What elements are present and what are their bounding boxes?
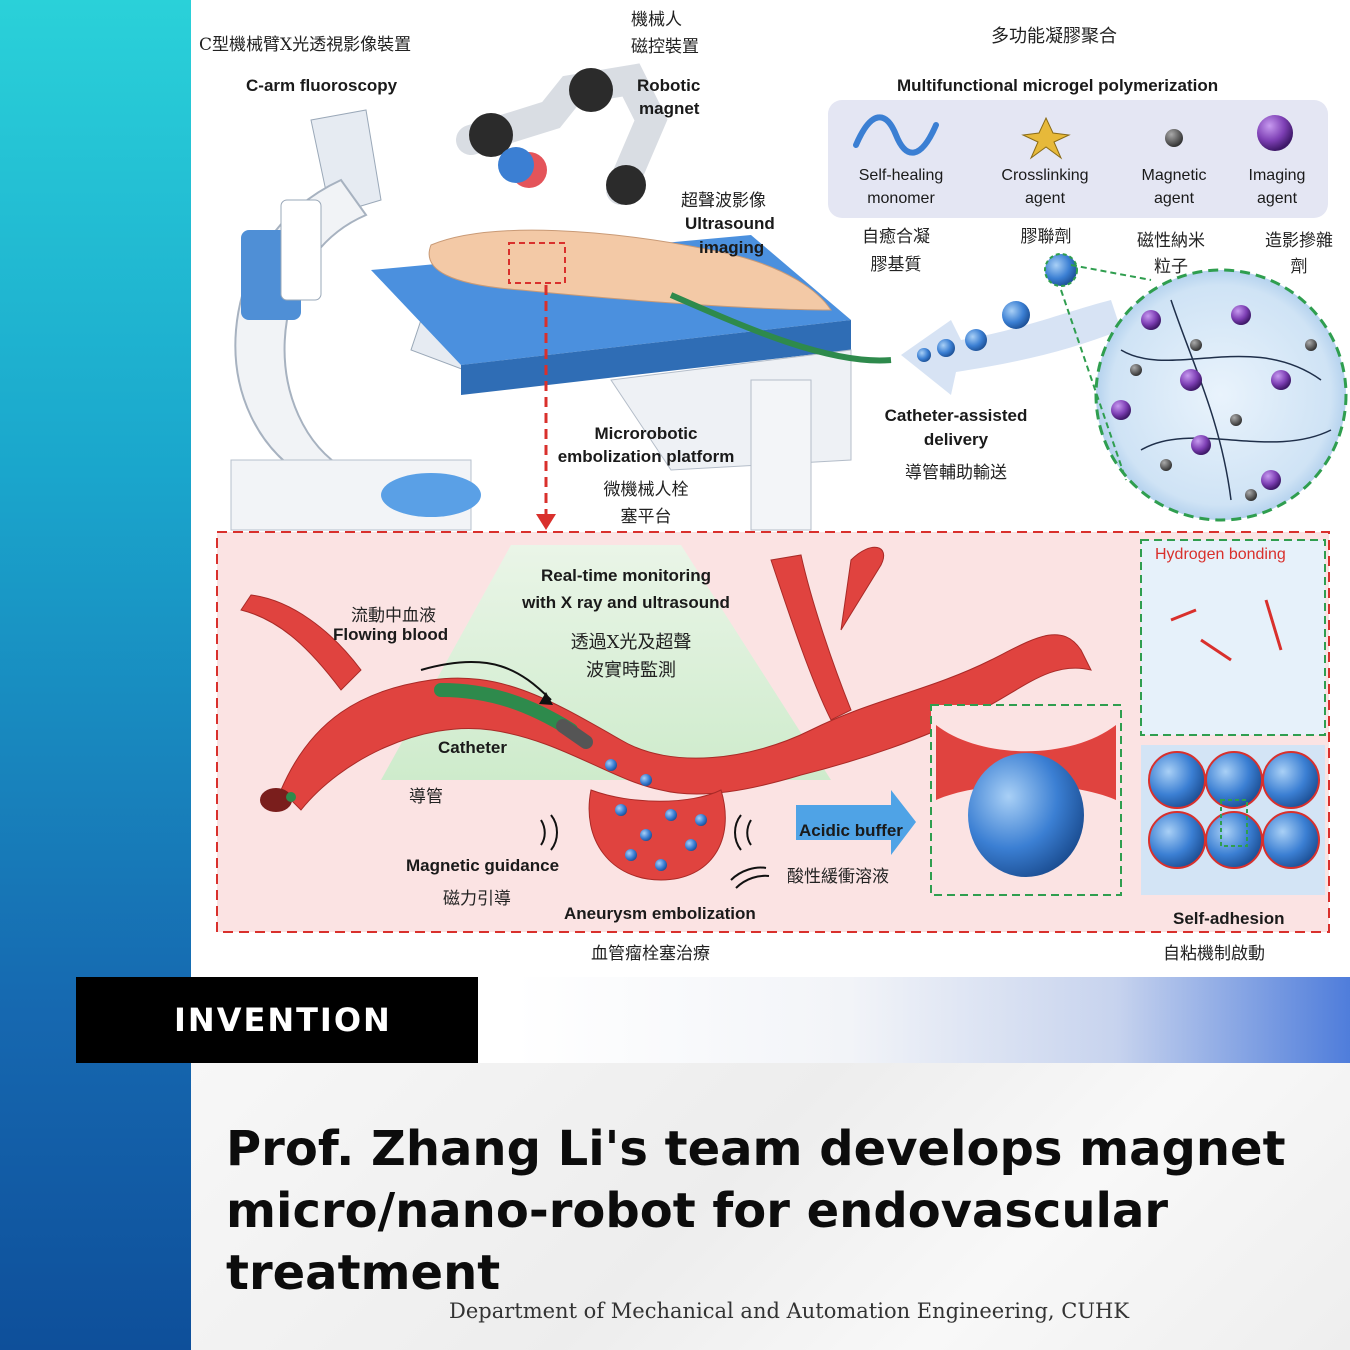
adhesion-en-label: Self-adhesion [1173, 909, 1285, 928]
microgel-en-title: Multifunctional microgel polymerization [897, 76, 1219, 95]
monitoring-en-1: Real-time monitoring [540, 566, 711, 585]
robot-en-label-1: Robotic [637, 76, 701, 95]
monitoring-zh-2: 波實時監測 [586, 660, 676, 681]
carm-zh-label: C型機械臂X光透視影像裝置 [199, 35, 412, 55]
self-healing-label-1: Self-healing [858, 167, 944, 184]
robot-zh-label-1: 機械人 [631, 10, 682, 30]
patient-table [371, 229, 892, 531]
monitoring-zh-1: 透過X光及超聲 [570, 632, 692, 653]
catheter-en-label: Catheter [438, 738, 507, 757]
self-healing-label-2: monomer [867, 190, 935, 207]
robotic-arm [456, 63, 668, 205]
acid-en-label: Acidic buffer [799, 821, 903, 840]
c-arm-machine [230, 109, 522, 531]
imaging-label-1: Imaging [1248, 167, 1306, 184]
carm-en-label: C-arm fluoroscopy [246, 76, 398, 95]
category-tag-label: INVENTION [174, 1001, 392, 1039]
platform-en-2: embolization platform [557, 447, 735, 466]
embolization-en-label: Aneurysm embolization [564, 904, 756, 923]
adhesion-zh-label: 自粘機制啟動 [1163, 944, 1265, 964]
monitoring-en-2: with X ray and ultrasound [522, 593, 730, 612]
imaging-label-2: agent [1256, 190, 1298, 207]
guidance-zh-label: 磁力引導 [443, 889, 511, 909]
department-credit: Department of Mechanical and Automation … [449, 1299, 1130, 1323]
ultrasound-en-label-2: imaging [699, 238, 765, 257]
guidance-en-label: Magnetic guidance [406, 856, 560, 875]
header-band-gradient [515, 977, 1350, 1063]
catheter-delivery-graphic [901, 253, 1348, 522]
robot-zh-label-2: 磁控裝置 [631, 37, 699, 57]
crosslinking-label-1: Crosslinking [1001, 167, 1089, 184]
imaging-zh-1: 造影摻雜 [1265, 231, 1333, 251]
catheter-zh-label: 導管 [409, 787, 443, 807]
platform-zh-2: 塞平台 [620, 507, 672, 527]
embolization-panel [216, 531, 1330, 933]
caption-area: Prof. Zhang Li's team develops magnet mi… [191, 1063, 1350, 1350]
catheter-delivery-en-1: Catheter-assisted [884, 406, 1028, 425]
crosslinking-label-2: agent [1024, 190, 1066, 207]
headline: Prof. Zhang Li's team develops magnet mi… [226, 1118, 1336, 1304]
catheter-delivery-en-2: delivery [923, 430, 989, 449]
platform-zh-1: 微機械人栓 [603, 480, 689, 500]
hydrogen-bonding-label: Hydrogen bonding [1155, 546, 1286, 563]
headline-line-2: micro/nano-robot for endovascular treatm… [226, 1183, 1169, 1301]
figure-illustration [216, 63, 1348, 933]
ultrasound-zh-label: 超聲波影像 [681, 191, 766, 211]
crosslinking-zh: 膠聯劑 [1020, 227, 1072, 247]
self-healing-zh-1: 自癒合凝 [862, 227, 930, 247]
embolization-zh-label: 血管瘤栓塞治療 [591, 944, 710, 964]
blood-zh-label: 流動中血液 [351, 606, 436, 626]
magnetic-label-1: Magnetic [1141, 167, 1207, 184]
acid-zh-label: 酸性緩衝溶液 [787, 867, 889, 887]
catheter-delivery-zh: 導管輔助輸送 [905, 463, 1007, 483]
magnetic-zh-2: 粒子 [1154, 257, 1188, 277]
self-healing-zh-2: 膠基質 [870, 255, 922, 275]
headline-line-1: Prof. Zhang Li's team develops magnet [226, 1121, 1286, 1177]
left-accent-strip [0, 0, 191, 1350]
magnetic-label-2: agent [1153, 190, 1195, 207]
microgel-panel [828, 100, 1328, 218]
platform-en-1: Microrobotic [594, 424, 698, 443]
ultrasound-en-label-1: Ultrasound [685, 214, 775, 233]
robot-en-label-2: magnet [639, 99, 700, 118]
microgel-zh-title: 多功能凝膠聚合 [991, 26, 1117, 47]
research-figure: C型機械臂X光透視影像裝置 C-arm fluoroscopy 機械人 磁控裝置… [191, 0, 1350, 977]
blood-en-label: Flowing blood [333, 625, 449, 644]
magnetic-zh-1: 磁性納米 [1137, 231, 1205, 251]
imaging-zh-2: 劑 [1290, 257, 1308, 277]
category-tag: INVENTION [76, 977, 478, 1063]
